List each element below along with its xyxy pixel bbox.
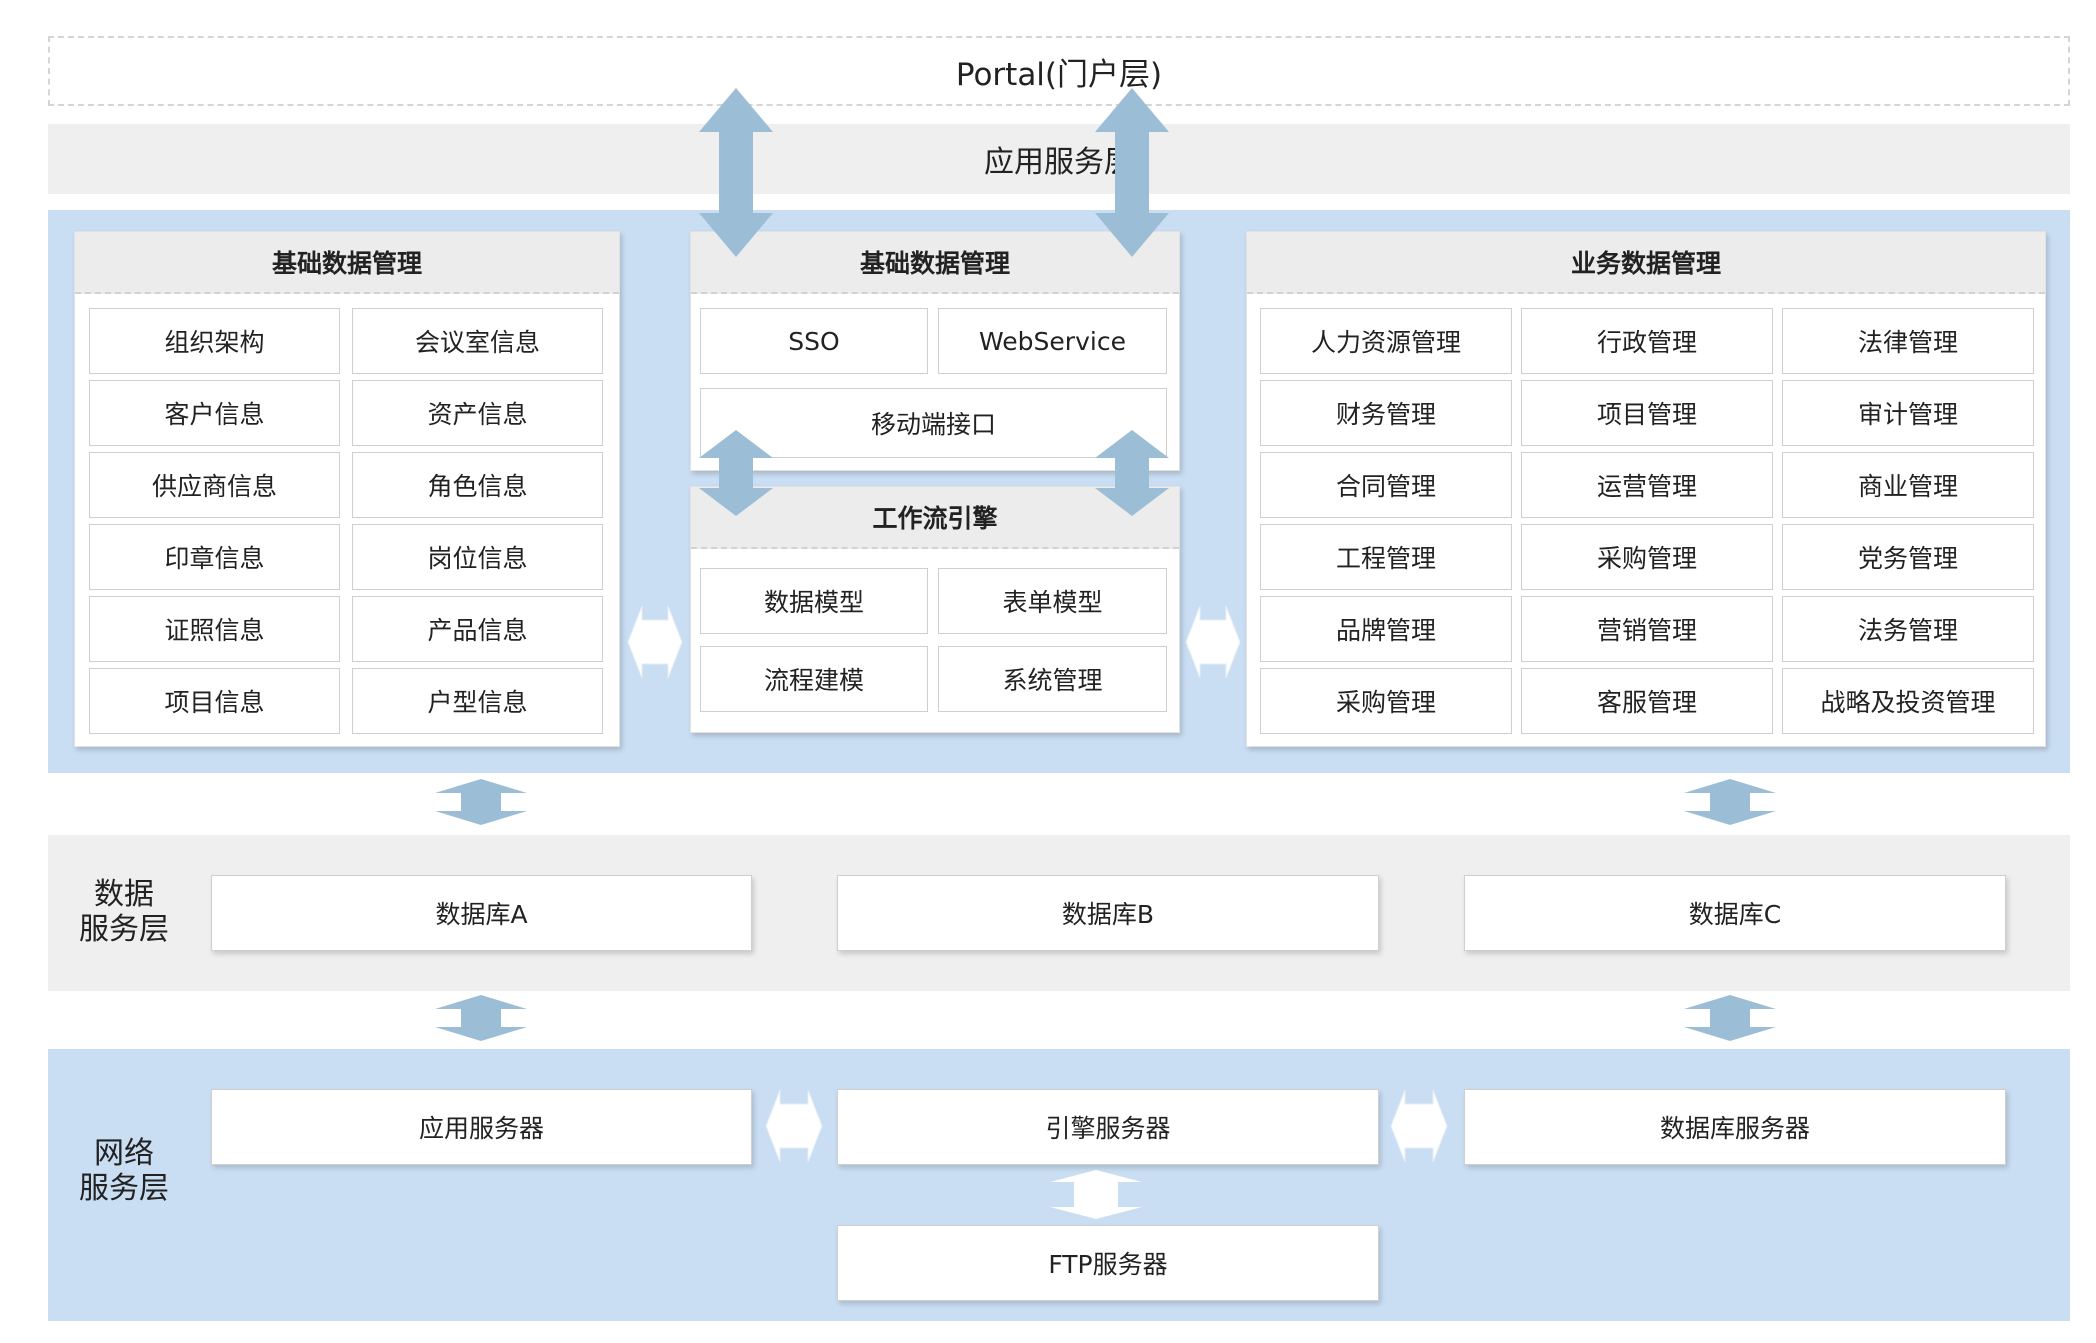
cell-product: 产品信息 xyxy=(352,596,603,662)
cell-legal-affairs: 法务管理 xyxy=(1782,596,2034,662)
network-service-layer-label: 网络 服务层 xyxy=(79,1136,169,1206)
cell-hr: 人力资源管理 xyxy=(1260,308,1512,374)
database-a: 数据库A xyxy=(211,875,752,951)
cell-legal: 法律管理 xyxy=(1782,308,2034,374)
panel-title: 基础数据管理 xyxy=(691,232,1179,294)
database-c: 数据库C xyxy=(1464,875,2006,951)
ftp-server: FTP服务器 xyxy=(837,1225,1379,1301)
cell-process-modeling: 流程建模 xyxy=(700,646,928,712)
app-server: 应用服务器 xyxy=(211,1089,752,1165)
cell-org-structure: 组织架构 xyxy=(89,308,340,374)
cell-house-type: 户型信息 xyxy=(352,668,603,734)
cell-contract: 合同管理 xyxy=(1260,452,1512,518)
cell-engineering: 工程管理 xyxy=(1260,524,1512,590)
cell-operations: 运营管理 xyxy=(1521,452,1773,518)
cell-data-model: 数据模型 xyxy=(700,568,928,634)
cell-admin: 行政管理 xyxy=(1521,308,1773,374)
app-service-layer: 应用服务层 xyxy=(48,124,2070,194)
cell-post: 岗位信息 xyxy=(352,524,603,590)
panel-title: 业务数据管理 xyxy=(1247,232,2045,294)
cell-sso: SSO xyxy=(700,308,928,374)
panel-title: 基础数据管理 xyxy=(75,232,619,294)
cell-commercial: 商业管理 xyxy=(1782,452,2034,518)
cell-finance: 财务管理 xyxy=(1260,380,1512,446)
cell-customer: 客户信息 xyxy=(89,380,340,446)
cell-audit: 审计管理 xyxy=(1782,380,2034,446)
panel-title: 工作流引擎 xyxy=(691,487,1179,549)
cell-webservice: WebService xyxy=(938,308,1167,374)
cell-mobile-api: 移动端接口 xyxy=(700,388,1167,458)
app-service-layer-label: 应用服务层 xyxy=(984,145,1134,180)
cell-form-model: 表单模型 xyxy=(938,568,1167,634)
cell-party-affairs: 党务管理 xyxy=(1782,524,2034,590)
database-server: 数据库服务器 xyxy=(1464,1089,2006,1165)
data-service-layer-label: 数据 服务层 xyxy=(79,877,169,947)
cell-project-mgmt: 项目管理 xyxy=(1521,380,1773,446)
cell-project: 项目信息 xyxy=(89,668,340,734)
data-arrow-left-bottom xyxy=(435,995,527,1041)
cell-seal: 印章信息 xyxy=(89,524,340,590)
data-arrow-right-bottom xyxy=(1684,995,1776,1041)
cell-brand: 品牌管理 xyxy=(1260,596,1512,662)
cell-meeting-room: 会议室信息 xyxy=(352,308,603,374)
cell-procurement-2: 采购管理 xyxy=(1260,668,1512,734)
portal-layer: Portal(门户层) xyxy=(48,36,2070,106)
cell-system-management: 系统管理 xyxy=(938,646,1167,712)
engine-server: 引擎服务器 xyxy=(837,1089,1379,1165)
cell-procurement: 采购管理 xyxy=(1521,524,1773,590)
cell-supplier: 供应商信息 xyxy=(89,452,340,518)
cell-license: 证照信息 xyxy=(89,596,340,662)
portal-layer-label: Portal(门户层) xyxy=(955,56,1163,93)
data-arrow-left-top xyxy=(435,779,527,825)
cell-asset: 资产信息 xyxy=(352,380,603,446)
cell-role: 角色信息 xyxy=(352,452,603,518)
cell-customer-service: 客服管理 xyxy=(1521,668,1773,734)
database-b: 数据库B xyxy=(837,875,1379,951)
data-arrow-right-top xyxy=(1684,779,1776,825)
cell-marketing: 营销管理 xyxy=(1521,596,1773,662)
cell-strategy-investment: 战略及投资管理 xyxy=(1782,668,2034,734)
